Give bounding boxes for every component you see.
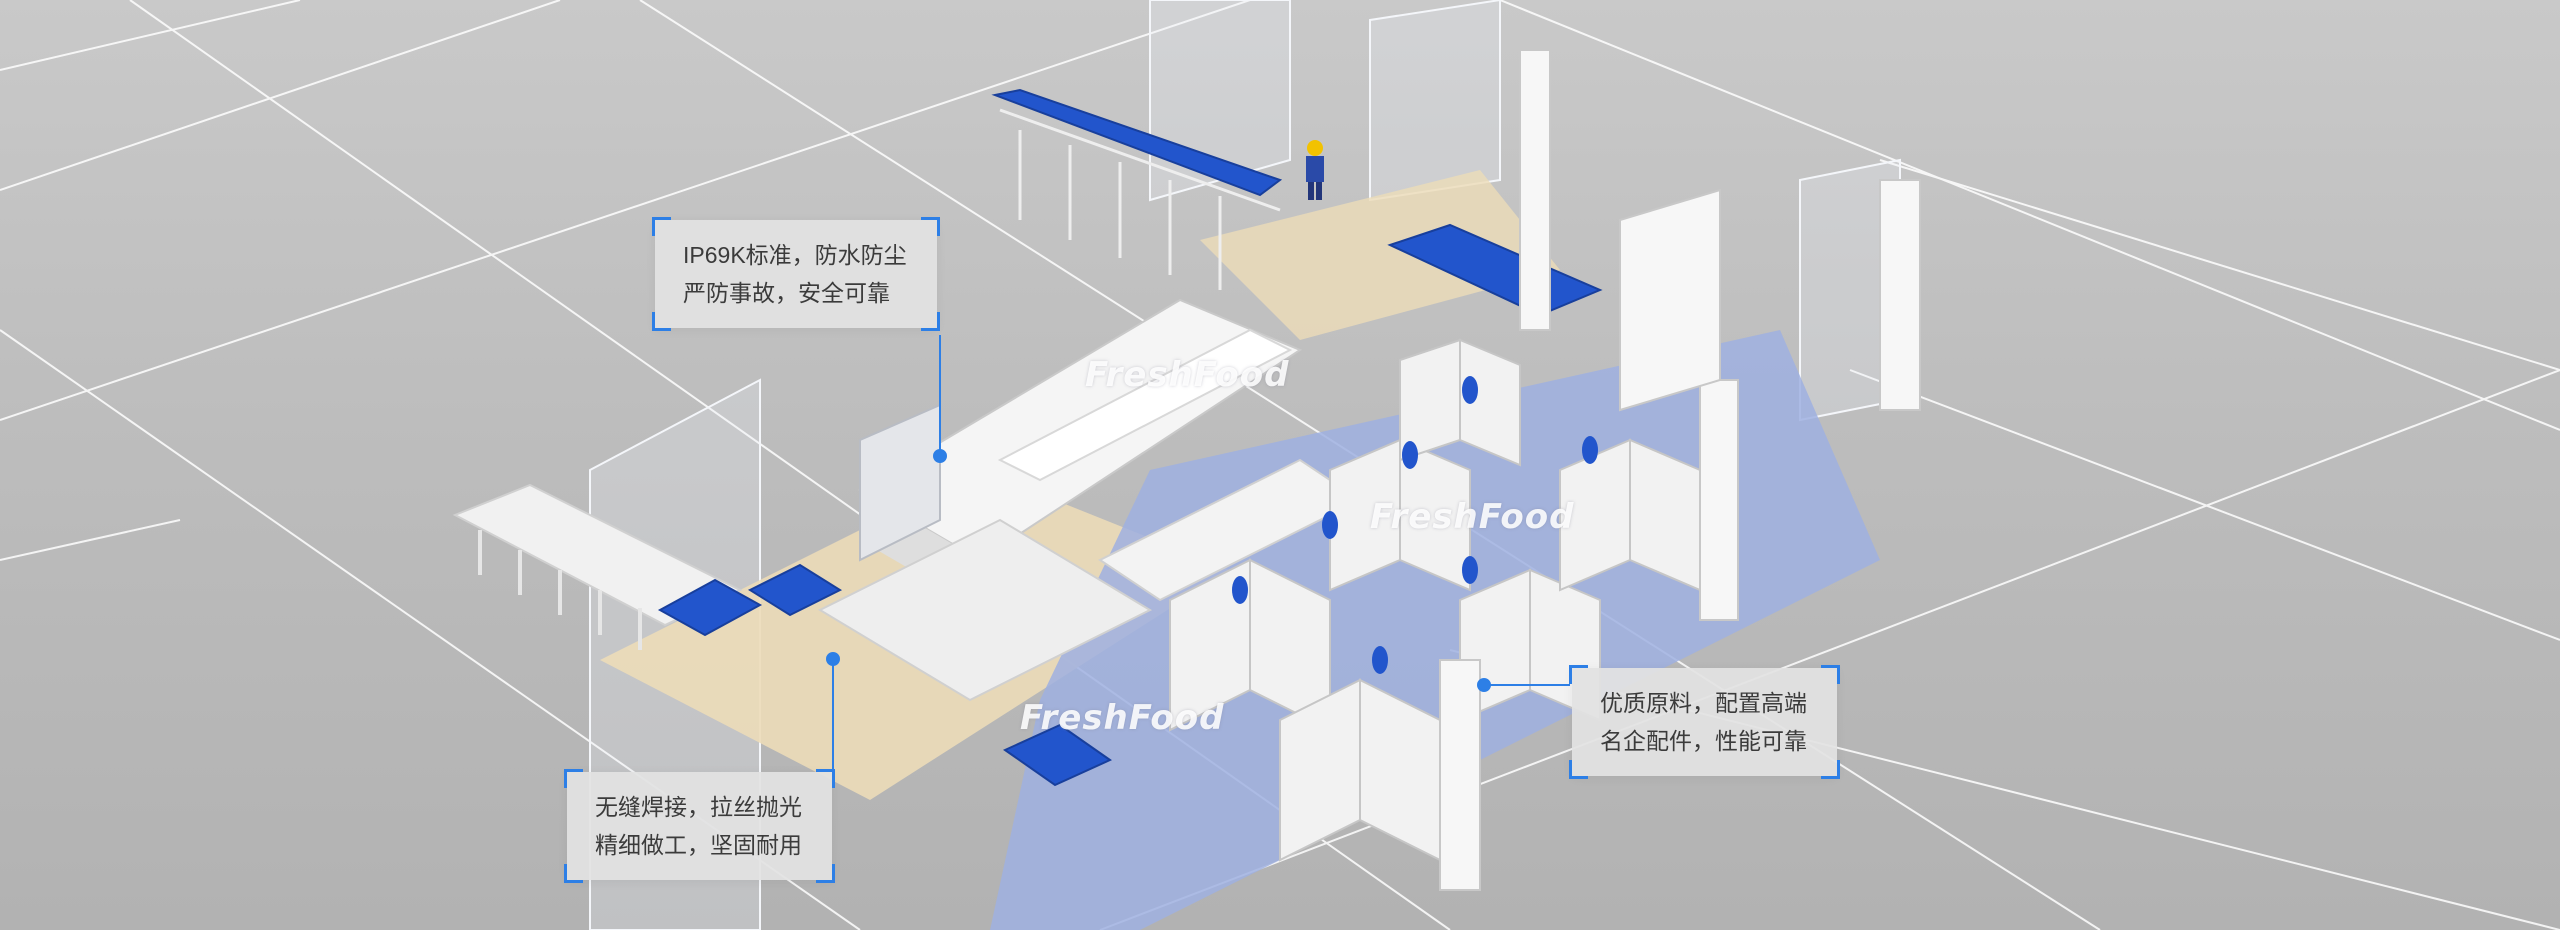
main-processing-line bbox=[817, 298, 1362, 702]
bracket-corner bbox=[652, 217, 671, 236]
worker-figure bbox=[1306, 140, 1324, 200]
bracket-corner bbox=[816, 769, 835, 788]
bracket-corner bbox=[564, 864, 583, 883]
feature-callout-waterproof: IP69K标准，防水防尘 严防事故，安全可靠 bbox=[652, 217, 940, 331]
bracket-corner bbox=[564, 769, 583, 788]
callout-connectors bbox=[826, 335, 1570, 770]
brand-watermark: FreshFood bbox=[1020, 698, 1225, 738]
bracket-corner bbox=[920, 217, 940, 236]
callout-line: 名企配件，性能可靠 bbox=[1600, 728, 1807, 754]
callout-line: 优质原料，配置高端 bbox=[1600, 690, 1807, 716]
feature-callout-components: 优质原料，配置高端 名企配件，性能可靠 bbox=[1569, 665, 1840, 779]
robot-columns bbox=[1439, 49, 1921, 891]
bracket-corner bbox=[1569, 665, 1588, 684]
bracket-corner bbox=[816, 864, 835, 883]
conveyor-rack-top bbox=[999, 108, 1281, 290]
bracket-corner bbox=[920, 312, 940, 331]
bracket-corner bbox=[1821, 665, 1840, 684]
bracket-corner bbox=[1569, 760, 1588, 779]
brand-watermark: FreshFood bbox=[1085, 355, 1290, 395]
callout-line: 严防事故，安全可靠 bbox=[683, 280, 890, 306]
conveyor-table-left bbox=[452, 483, 743, 650]
callout-line: IP69K标准，防水防尘 bbox=[683, 242, 907, 268]
callout-line: 无缝焊接，拉丝抛光 bbox=[595, 794, 802, 820]
bracket-corner bbox=[652, 312, 671, 331]
brand-watermark: FreshFood bbox=[1370, 497, 1575, 537]
feature-callout-welding: 无缝焊接，拉丝抛光 精细做工，坚固耐用 bbox=[564, 769, 835, 883]
bracket-corner bbox=[1821, 760, 1840, 779]
callout-line: 精细做工，坚固耐用 bbox=[595, 832, 802, 858]
packaging-machines bbox=[1169, 338, 1701, 862]
